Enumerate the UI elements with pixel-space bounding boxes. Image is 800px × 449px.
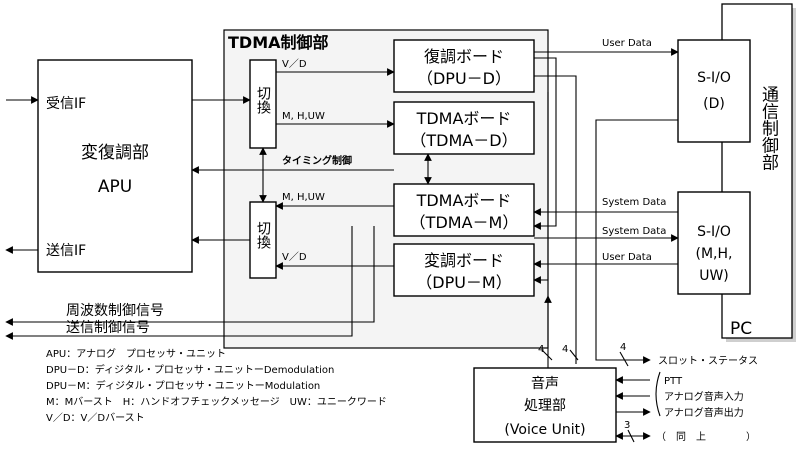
bus-4c-tick [619,351,629,367]
dpu-m-line1: 変調ボード [424,251,504,270]
apu-abbr: APU [98,177,132,197]
signal-tx-control: 送信制御信号 [66,320,150,336]
tdma-controller-label: TDMA制御部 [228,33,329,52]
signal-freq-control: 周波数制御信号 [66,303,164,319]
tdma-d-line2: （TDMA－D） [410,131,517,150]
pc-label: PC [730,319,752,339]
tdma-d-box [393,101,535,155]
voice-line1: 音声 [531,375,559,392]
switch-top-label: 切換 [255,86,271,115]
dpu-m-box [393,243,535,297]
legend-line-2: DPU－D：ディジタル・プロセッサ・ユニットーDemodulation [46,363,334,376]
freq-control-line [5,226,375,326]
signal-vd-bottom: V／D [282,251,307,263]
sio-m-line2: (M,H, [696,246,733,262]
io-analog-out: アナログ音声出力 [664,406,744,419]
io-same-as-above: （ 同 上 ） [656,431,756,443]
apu-name: 変復調部 [81,143,149,163]
signal-mhuw-top: M, H,UW [282,111,325,122]
signal-timing: タイミング制御 [282,154,352,167]
sio-m-box [677,191,751,295]
signal-user-data-top: User Data [602,38,652,49]
bus-3-tick [627,429,635,443]
tdma-m-line2: （TDMA－M） [410,213,519,232]
tx-control-line [5,226,353,340]
tdma-m-line1: TDMAボード [416,191,512,210]
signal-system-data-2: System Data [602,226,666,237]
signal-system-data-1: System Data [602,197,666,208]
signal-user-data-bottom: User Data [602,252,652,263]
io-analog-in: アナログ音声入力 [664,390,744,403]
sio-d-line2: (D) [703,96,725,112]
dpu-d-box [393,39,535,93]
signal-vd-top: V／D [282,58,307,70]
signal-bus-4c: 4 [620,342,626,353]
apu-box [37,59,193,273]
dpu-d-line2: （DPU－D） [417,69,511,88]
io-ptt: PTT [664,376,683,387]
voice-line2: 処理部 [524,398,566,414]
bus-4a-tick [541,349,553,361]
signal-bus-4a: 4 [538,344,544,355]
legend-line-4: M：Mバースト H：ハンドオフチェックメッセージ UW：ユニークワード [46,396,387,408]
switch-top-box [249,59,277,149]
voice-unit-box [473,367,617,443]
io-slot-status: スロット・ステータス [658,355,758,367]
dpu-d-bus-to-voice [534,75,577,364]
legend-line-5: V／D：V／Dバースト [46,412,145,424]
slot-status-line [595,119,678,364]
sio-m-line3: UW) [699,268,729,284]
signal-bus-4b: 4 [562,344,568,355]
bus-4b-tick [569,349,579,361]
apu-rx-if: 受信IF [46,96,86,112]
tdma-d-line1: TDMAボード [416,109,512,128]
sio-d-box [677,39,751,143]
signal-mhuw-bottom: M, H,UW [282,192,325,203]
dpu-m-line2: （DPU－M） [416,273,512,292]
tdma-m-box [393,183,535,237]
dpu-d-line1: 復調ボード [424,47,504,66]
apu-tx-if: 送信IF [46,243,86,259]
io-brace [655,371,661,417]
legend-line-3: DPU－M：ディジタル・プロセッサ・ユニットーModulation [46,379,320,392]
dpu-d-to-dpu-m-loop [533,92,549,284]
signal-bus-3: 3 [624,420,630,431]
sio-d-line1: S-I/O [697,70,731,86]
dpu-d-to-tdma-m-link [533,57,557,230]
voice-line3: (Voice Unit) [504,422,585,438]
sio-m-line1: S-I/O [697,224,731,240]
comm-control-label: 通信制御部 [758,85,779,170]
switch-bottom-label: 切換 [255,221,271,250]
legend-line-1: APU：アナログ プロセッサ・ユニット [46,347,226,360]
